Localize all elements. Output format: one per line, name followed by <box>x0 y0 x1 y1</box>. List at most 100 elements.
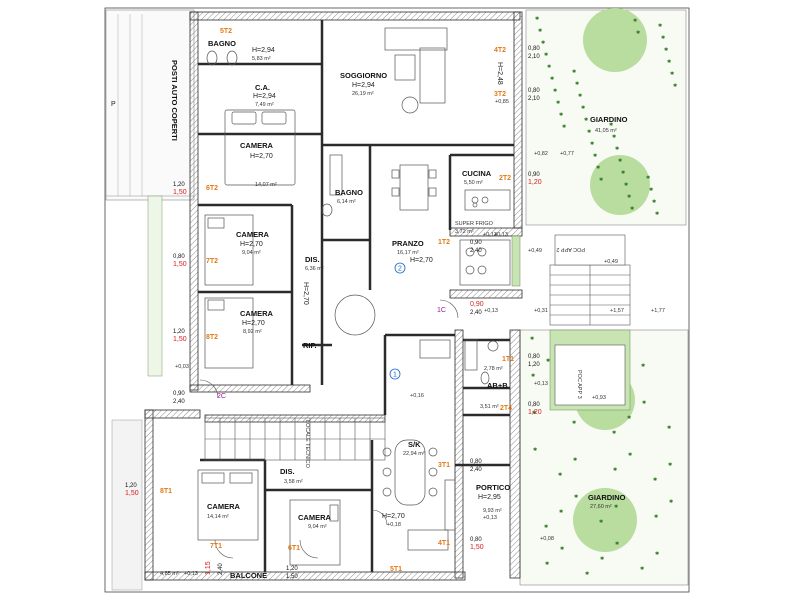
room-height: H=2,48 <box>496 62 503 85</box>
plant-dot-icon: ✱ <box>664 47 668 53</box>
dim: 1,50 <box>470 544 484 551</box>
elev: +0,13 <box>534 381 548 387</box>
room-height: H=2,70 <box>240 241 263 248</box>
plant-dot-icon: ✱ <box>669 499 673 505</box>
plant-dot-icon: ✱ <box>541 40 545 46</box>
room-name-bagno: BAGNO <box>208 39 236 48</box>
plant-dot-icon: ✱ <box>615 146 619 152</box>
room-height: H=2,70 <box>242 320 265 327</box>
marker-circle <box>394 262 406 274</box>
room-name-camera: CAMERA <box>240 309 273 318</box>
plant-dot-icon: ✱ <box>615 541 619 547</box>
plant-dot-icon: ✱ <box>628 452 632 458</box>
room-area: 27,60 m² <box>590 504 612 510</box>
room-area: 6,14 m² <box>337 199 356 205</box>
plant-dot-icon: ✱ <box>630 206 634 212</box>
elev: +0,13 <box>494 232 508 238</box>
plant-dot-icon: ✱ <box>533 447 537 453</box>
stairs-main <box>204 417 386 461</box>
dim: 1,20 <box>173 329 185 335</box>
dim: 0,90 <box>173 391 185 397</box>
elev: +0,85 <box>495 99 509 105</box>
tag: 6T2 <box>206 185 218 192</box>
room-area: 14,14 m² <box>207 514 229 520</box>
dim: 1,50 <box>173 336 187 343</box>
room-name-camera: CAMERA <box>236 230 269 239</box>
plant-dot-icon: ✱ <box>641 363 645 369</box>
tag: 1T1 <box>502 356 514 363</box>
tag: 3T2 <box>494 91 506 98</box>
plant-dot-icon: ✱ <box>581 105 585 111</box>
room-height: H=2,94 <box>252 47 275 54</box>
room-area: 16,17 m² <box>397 250 419 256</box>
dim: 0,80 <box>470 537 482 543</box>
plant-dot-icon: ✱ <box>530 336 534 342</box>
sink-icon <box>487 340 499 352</box>
plant-dot-icon: ✱ <box>584 117 588 123</box>
plant-dot-icon: ✱ <box>535 16 539 22</box>
hedge-left <box>147 195 163 377</box>
elev: +0,08 <box>540 536 554 542</box>
plant-dot-icon: ✱ <box>652 199 656 205</box>
bed-icon <box>197 469 259 541</box>
room-height: H=2,95 <box>478 494 501 501</box>
poc-app-2 <box>554 234 626 266</box>
room-name-tecnico: LOCALE TECNICO <box>304 420 310 469</box>
dim: 0,90 <box>470 301 484 308</box>
plant-dot-icon: ✱ <box>633 18 637 24</box>
elev: +0,18 <box>387 522 401 528</box>
furniture <box>197 27 511 566</box>
elev: +0,13 <box>184 571 198 577</box>
plant-dot-icon: ✱ <box>658 23 662 29</box>
poc-label: POC APP 3 <box>576 370 582 399</box>
room-name-dis: DIS. <box>305 255 320 264</box>
plant-dot-icon: ✱ <box>613 467 617 473</box>
dim: 1,50 <box>125 490 139 497</box>
tag: 8T1 <box>160 488 172 495</box>
dim: 0,80 <box>173 254 185 260</box>
dim: 0,80 <box>470 459 482 465</box>
plant-dot-icon: ✱ <box>547 64 551 70</box>
plant-dot-icon: ✱ <box>560 546 564 552</box>
marker-number: 1 <box>393 372 397 379</box>
room-area: 41,05 m² <box>595 128 617 134</box>
room-height: H=2,70 <box>302 282 309 305</box>
room-name-sk: S/K <box>408 440 421 449</box>
plant-dot-icon: ✱ <box>538 28 542 34</box>
dim: 1,20 <box>125 483 137 489</box>
super-frigo-label: SUPER FRIGO <box>455 221 494 227</box>
plant-dot-icon: ✱ <box>636 30 640 36</box>
plant-dot-icon: ✱ <box>618 158 622 164</box>
plant-dot-icon: ✱ <box>562 124 566 130</box>
poc-label: POC APP 2 <box>556 246 585 252</box>
plant-dot-icon: ✱ <box>587 129 591 135</box>
plant-dot-icon: ✱ <box>553 88 557 94</box>
sofa-icon <box>384 27 448 51</box>
plant-dot-icon: ✱ <box>668 462 672 468</box>
plant-dot-icon: ✱ <box>627 415 631 421</box>
plant-dot-icon: ✱ <box>545 561 549 567</box>
dim: 2,40 <box>470 310 482 316</box>
dim: 2,40 <box>173 399 185 405</box>
round-table-icon <box>334 294 376 336</box>
room-area: 14,07 m² <box>255 182 277 188</box>
dim: 2,10 <box>528 54 540 60</box>
elev: +0,13 <box>483 232 497 238</box>
tag: 1T2 <box>438 239 450 246</box>
plant-dot-icon: ✱ <box>544 52 548 58</box>
dim: 1,20 <box>528 362 540 368</box>
elev: +0,49 <box>604 259 618 265</box>
plant-dot-icon: ✱ <box>575 81 579 87</box>
plant-dot-icon: ✱ <box>642 400 646 406</box>
room-name-balcone: BALCONE <box>230 571 267 580</box>
plant-dot-icon: ✱ <box>627 194 631 200</box>
dim: 2,40 <box>218 563 224 575</box>
plant-dot-icon: ✱ <box>624 182 628 188</box>
room-area: 26,19 m² <box>352 91 374 97</box>
plant-dot-icon: ✱ <box>546 358 550 364</box>
bed-icon <box>204 297 254 369</box>
room-area: 7,49 m² <box>255 102 274 108</box>
room-name-abb: AB+B <box>487 381 508 390</box>
dim: 1,20 <box>528 409 542 416</box>
